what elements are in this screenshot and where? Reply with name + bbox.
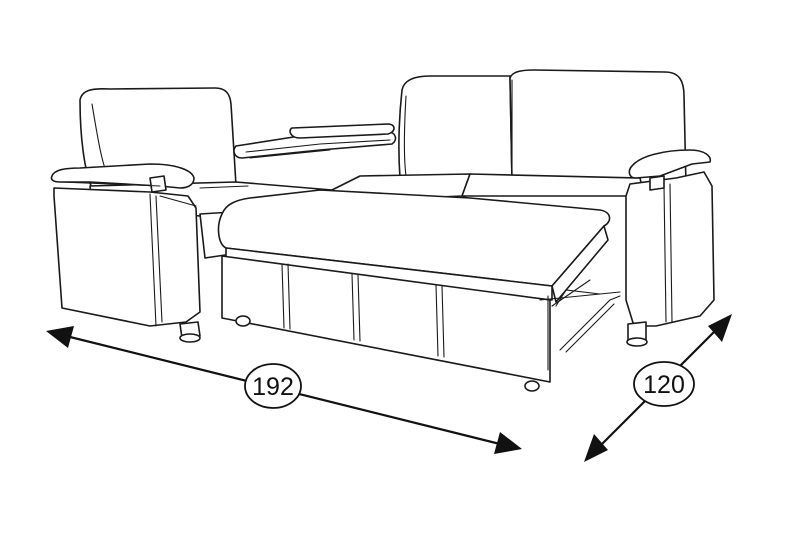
depth-arrow-bottom-icon bbox=[584, 434, 608, 462]
depth-label-badge bbox=[633, 361, 695, 407]
depth-arrow-top-icon bbox=[708, 314, 732, 342]
width-label: 192 bbox=[252, 373, 294, 401]
sofa-backrest bbox=[398, 69, 687, 187]
sofa-seat-cushions bbox=[329, 173, 645, 203]
depth-label: 120 bbox=[643, 371, 685, 399]
width-label-badge bbox=[244, 363, 302, 409]
depth-dimension: 120 bbox=[584, 314, 732, 462]
width-arrow-left-icon bbox=[46, 326, 74, 348]
width-dimension: 192 bbox=[46, 326, 522, 454]
pull-out-bed bbox=[217, 189, 621, 392]
centre-armrest bbox=[233, 123, 397, 159]
left-armrest bbox=[50, 163, 201, 343]
right-armrest bbox=[625, 149, 715, 347]
width-arrow-right-icon bbox=[494, 432, 522, 454]
